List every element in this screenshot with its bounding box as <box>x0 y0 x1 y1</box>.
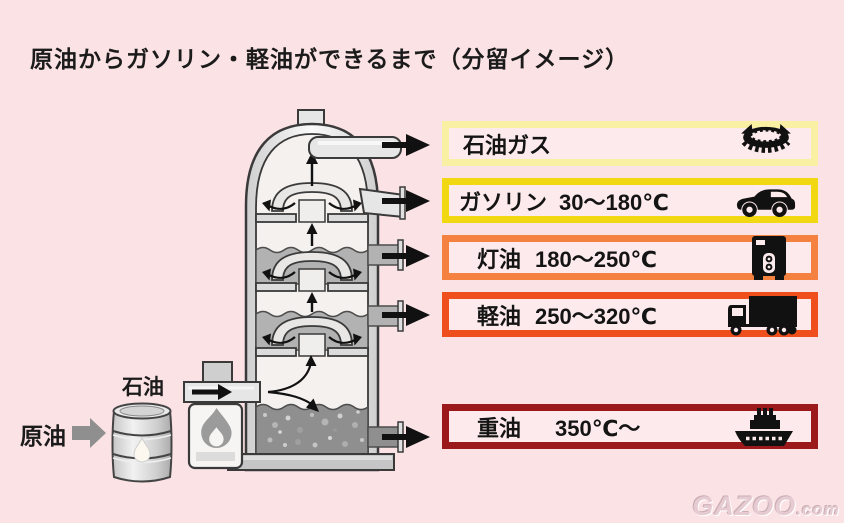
fraction-name: ガソリン <box>459 189 548 215</box>
output-arrows <box>382 134 430 448</box>
residue-pool <box>255 403 369 455</box>
flame-icon <box>201 408 232 448</box>
column-base <box>227 453 395 471</box>
fraction-temp: 30～180℃ <box>559 189 669 215</box>
fraction-name: 石油ガス <box>463 132 552 158</box>
gas-burner-icon <box>741 123 791 153</box>
oil-drum-icon <box>111 402 173 483</box>
gazoo-watermark: GAZOO.com <box>692 491 840 522</box>
fraction-box-gasoline: ガソリン 30～180℃ <box>442 178 818 223</box>
residue-bubbles <box>263 410 364 448</box>
vapor-up-arrows <box>306 152 318 312</box>
crude-oil-label: 原油 <box>20 423 66 449</box>
fraction-box-petroleum-gas: 石油ガス <box>442 121 818 166</box>
kerosene-heater-icon <box>752 235 786 280</box>
fraction-temp: 250～320℃ <box>535 303 658 329</box>
feed-pipe <box>183 381 261 403</box>
fraction-temp: 350℃～ <box>555 415 641 441</box>
page-title: 原油からガソリン・軽油ができるまで（分留イメージ） <box>30 46 630 72</box>
fraction-name: 灯油 <box>477 246 522 272</box>
feed-flow-arrows <box>267 355 319 412</box>
oil-droplet-icon <box>133 436 151 463</box>
truck-icon <box>728 295 797 335</box>
watermark-brand: GAZOO <box>692 491 797 521</box>
fraction-box-diesel: 軽油 250～320℃ <box>442 292 818 337</box>
petroleum-drum-label: 石油 <box>122 376 164 399</box>
fraction-name: 重油 <box>477 415 522 441</box>
fraction-name: 軽油 <box>477 303 522 329</box>
watermark-suffix: .com <box>796 500 840 519</box>
furnace <box>187 361 244 470</box>
fraction-box-heavy-oil: 重油 350℃～ <box>442 404 818 449</box>
fraction-temp: 180～250℃ <box>535 246 658 272</box>
fraction-box-kerosene: 灯油 180～250℃ <box>442 235 818 280</box>
crude-oil-arrow <box>72 418 106 448</box>
car-icon <box>736 188 796 217</box>
ship-icon <box>735 407 793 446</box>
